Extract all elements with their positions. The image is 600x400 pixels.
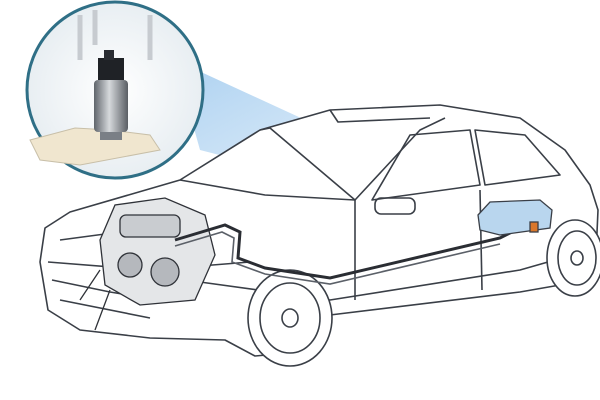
fuel-line [174, 223, 521, 280]
fuel-tank [477, 199, 553, 236]
fuel-pump-inset [25, 0, 205, 180]
front-wheel [247, 269, 333, 367]
pump-body [94, 80, 128, 132]
engine [79, 197, 216, 331]
return-fuel-line [174, 231, 501, 285]
fuel-filter [529, 221, 539, 233]
rear-wheel [546, 219, 600, 297]
pump-cap [98, 58, 124, 80]
